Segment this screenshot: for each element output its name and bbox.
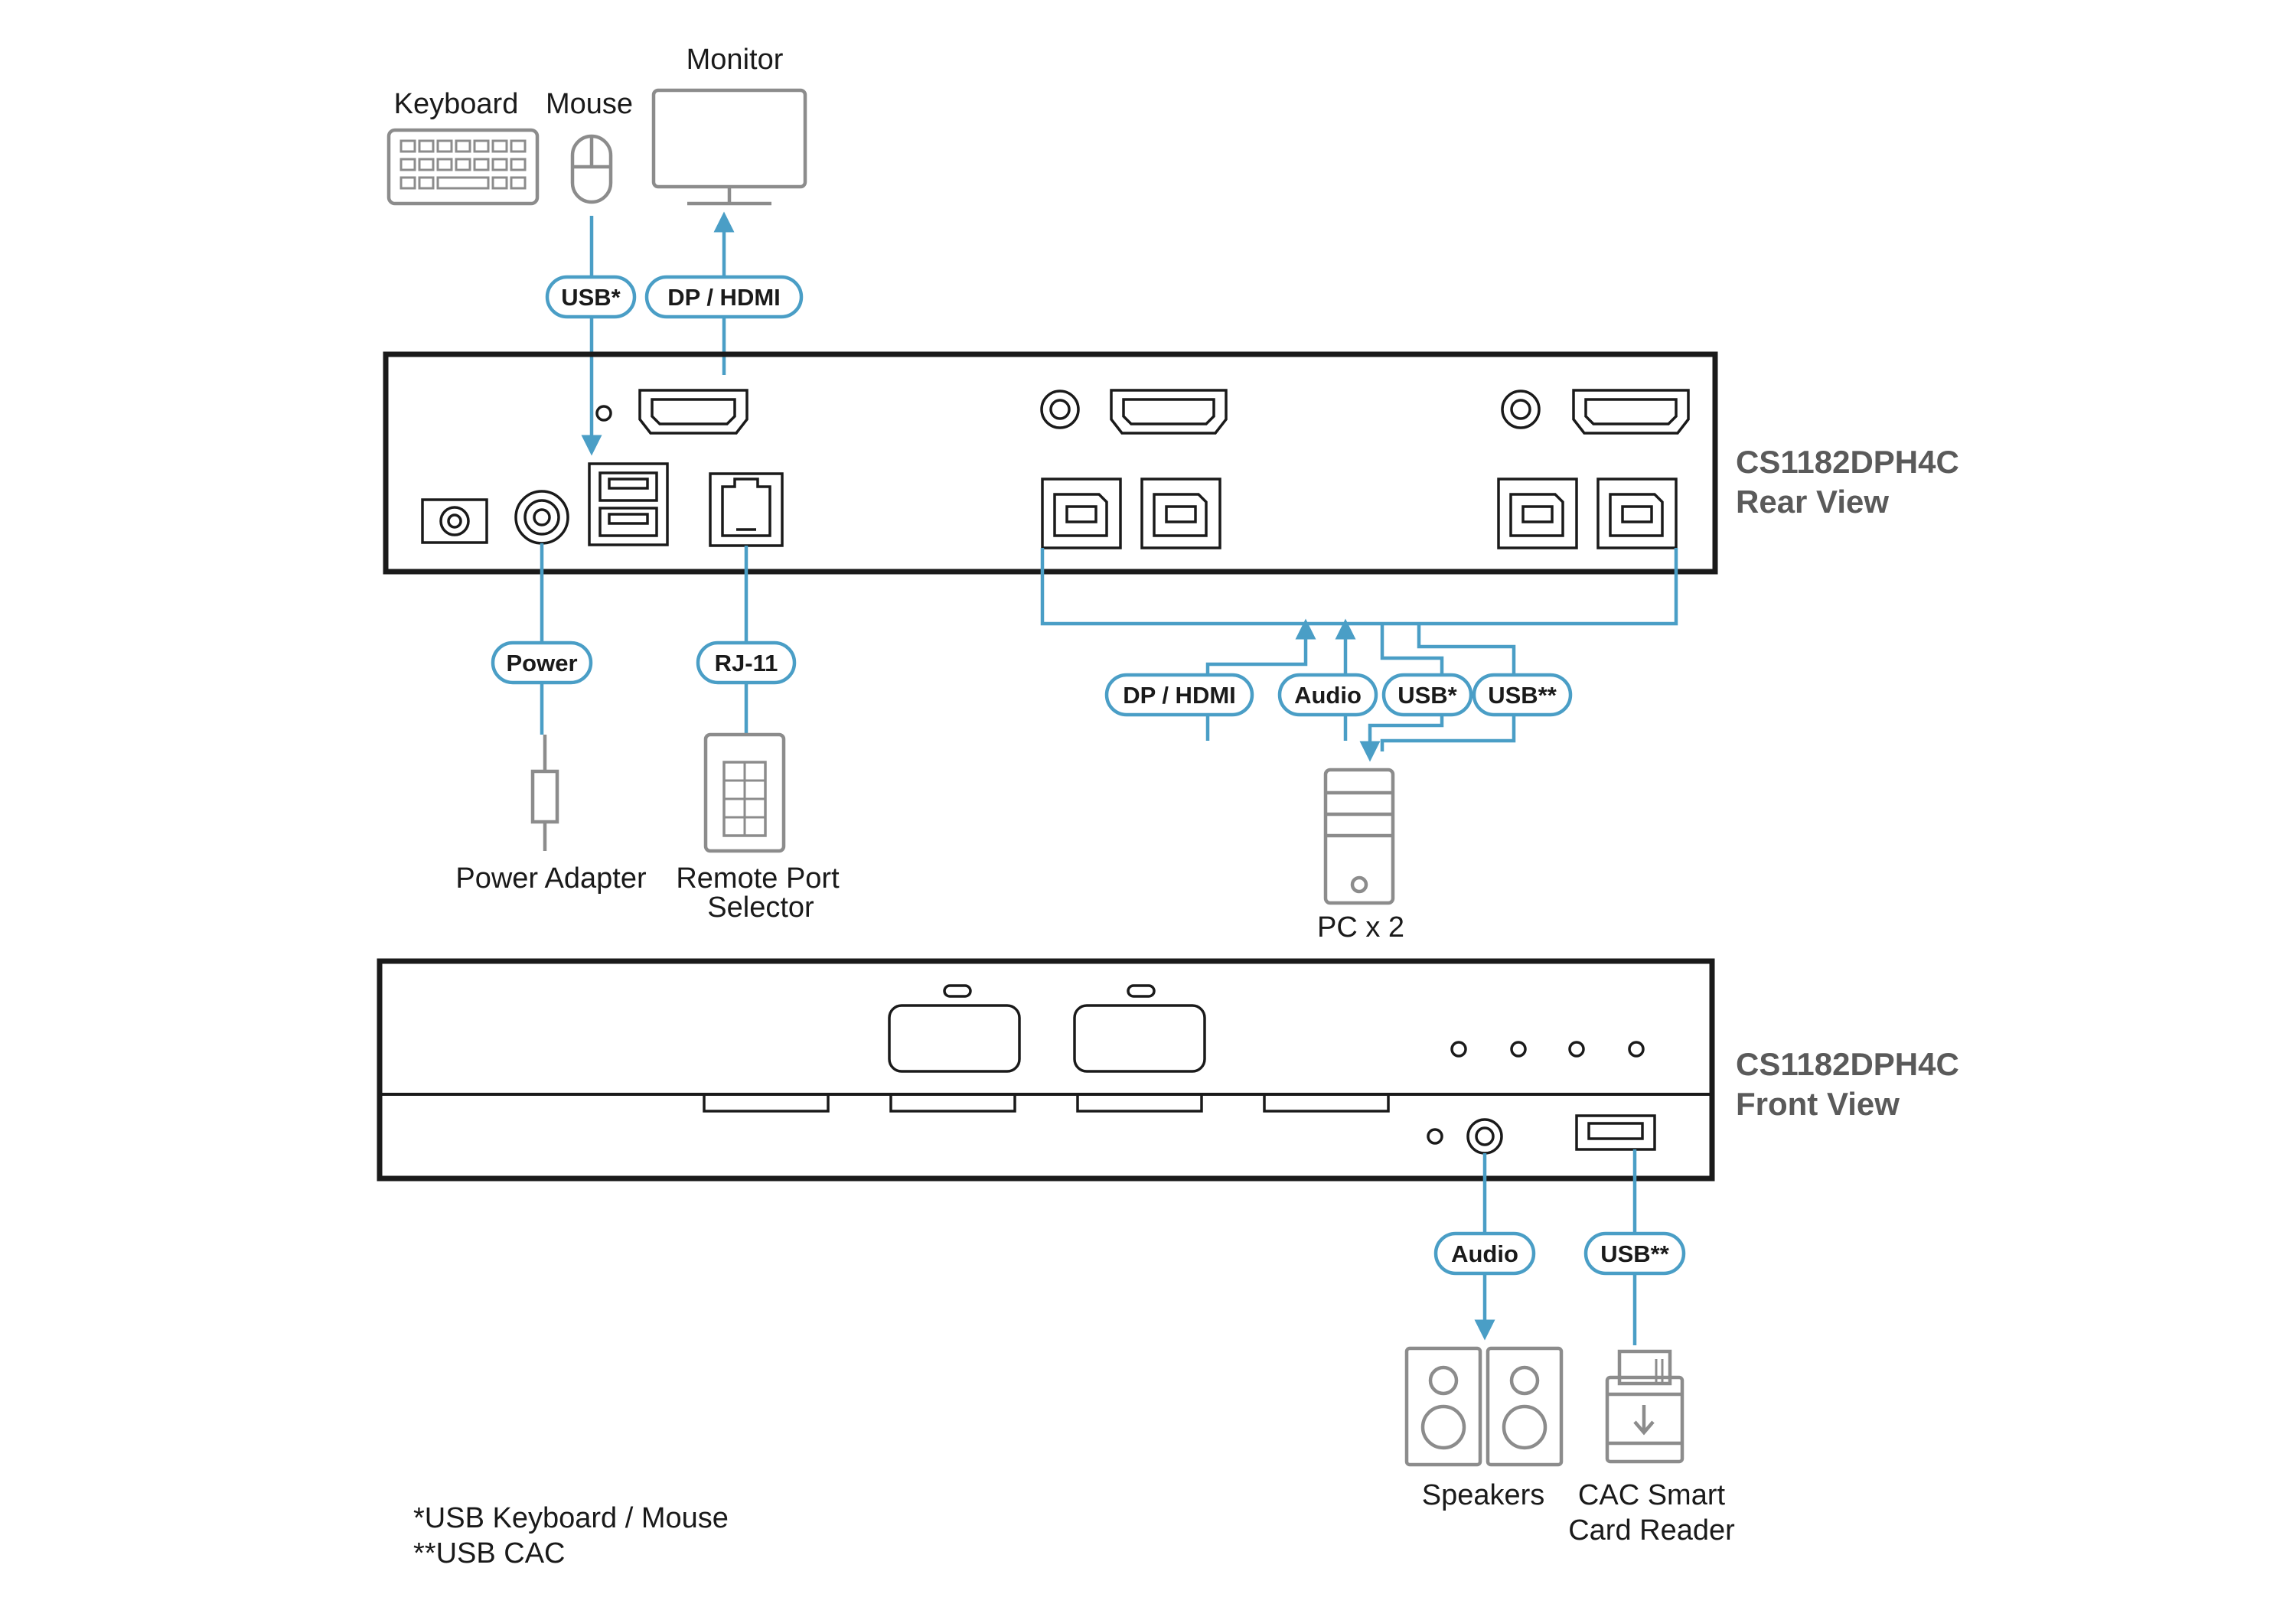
front-view-label: Front View [1736,1086,1900,1122]
rear-view-unit [383,351,1718,575]
mouse-icon [570,134,613,204]
monitor-icon [651,88,807,206]
front-led-5 [1427,1128,1443,1145]
remote-port-selector-icon [703,732,786,853]
svg-text:DP / HDMI: DP / HDMI [1123,682,1236,709]
front-led-4 [1628,1041,1645,1058]
front-view-unit [377,958,1715,1182]
power-socket [514,490,569,545]
front-slot-1 [703,1093,830,1113]
pc-tower-icon [1323,768,1395,905]
front-view-model: CS1182DPH4C [1736,1046,1959,1082]
front-slot-2 [889,1093,1016,1113]
keyboard-icon [386,128,540,206]
card-reader-label-1: CAC Smart [1578,1479,1726,1511]
svg-text:RJ-11: RJ-11 [715,650,778,676]
front-slot-3 [1076,1093,1203,1113]
rear-view-label: Rear View [1736,484,1889,520]
svg-text:Power: Power [506,650,577,676]
svg-text:USB*: USB* [1397,682,1457,709]
card-reader-icon [1605,1349,1684,1464]
front-audio-pill: Audio [1433,1231,1536,1276]
front-led-2 [1510,1041,1527,1058]
pc-usb-pill: USB* [1381,673,1473,717]
speakers-label: Speakers [1422,1479,1545,1511]
front-led-1 [1450,1041,1467,1058]
front-led-3 [1568,1041,1585,1058]
pc-label: PC x 2 [1317,911,1404,944]
power-connector-pill: Power [491,641,593,685]
svg-text:DP / HDMI: DP / HDMI [667,284,781,311]
pc-audio-pill: Audio [1277,673,1378,717]
rj11-port [709,472,784,547]
pc2-video-port [1572,389,1690,435]
front-usb-port [1575,1114,1656,1151]
dp-hdmi-connector-pill: DP / HDMI [644,275,804,319]
monitor-label: Monitor [687,44,784,76]
pc-cable-harness [1040,548,1678,762]
card-reader-label-2: Card Reader [1568,1514,1735,1547]
svg-text:USB**: USB** [1600,1240,1670,1267]
pc-usb-cac-pill: USB** [1472,673,1573,717]
footnote-usb-cac: **USB CAC [413,1537,566,1570]
mouse-label: Mouse [546,88,633,120]
rear-view-model: CS1182DPH4C [1736,444,1959,480]
power-adapter-label: Power Adapter [455,862,647,895]
pc2-usb-b-port-2 [1596,478,1678,549]
power-jack [421,498,488,544]
power-adapter-icon [530,735,559,851]
svg-text:Audio: Audio [1294,682,1362,709]
pc1-video-port [1110,389,1228,435]
front-usb-cac-pill: USB** [1583,1231,1686,1276]
pc2-audio-port [1501,390,1541,429]
svg-text:USB**: USB** [1488,682,1557,709]
pc1-audio-port [1040,390,1080,429]
rj11-connector-pill: RJ-11 [696,641,797,685]
usb-connector-pill: USB* [545,275,637,319]
pc1-usb-b-port-2 [1140,478,1221,549]
console-usb-ports [588,462,669,546]
keyboard-label: Keyboard [394,88,519,120]
pc1-usb-b-port-1 [1041,478,1122,549]
svg-text:Audio: Audio [1451,1240,1518,1267]
front-audio-port [1466,1118,1503,1155]
remote-selector-label-1: Remote Port [676,862,840,895]
port-button-2 [1073,984,1206,1073]
front-slot-4 [1263,1093,1390,1113]
footnote-usb-keyboard-mouse: *USB Keyboard / Mouse [413,1502,729,1534]
pc2-usb-b-port-1 [1497,478,1578,549]
remote-selector-label-2: Selector [707,892,814,924]
speakers-icon [1404,1346,1564,1467]
led-indicator [595,405,612,422]
svg-text:USB*: USB* [561,284,621,311]
port-button-1 [888,984,1021,1073]
console-video-port [638,389,748,435]
pc-dp-hdmi-pill: DP / HDMI [1104,673,1254,717]
